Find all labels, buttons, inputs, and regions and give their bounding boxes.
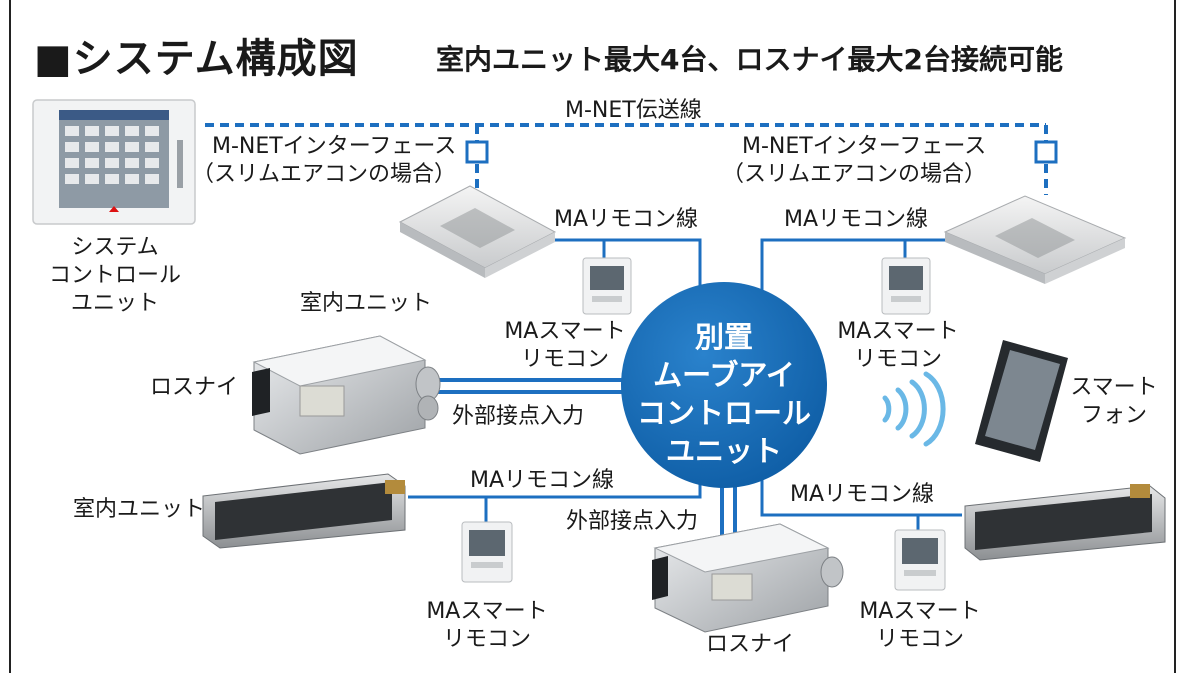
- ma-smart-remote-label-line: リモコン: [875, 627, 964, 652]
- ma-smart-remote-label-line: MAスマート: [504, 319, 626, 344]
- duct-unit-icon: [964, 484, 1166, 561]
- lossnay-label-left: ロスナイ: [150, 375, 239, 400]
- remote-controller-icon: [582, 257, 632, 315]
- duct-unit-icon: [202, 473, 406, 549]
- hub-label-line: コントロール: [636, 396, 811, 430]
- mnet-interface-note-right: （スリムエアコンの場合）: [722, 162, 987, 187]
- hub-label-line: 別置: [694, 320, 753, 354]
- indoor-unit-label-top: 室内ユニット: [300, 291, 433, 316]
- mnet-interface-icon: [465, 140, 489, 164]
- mnet-interface-note-left: （スリムエアコンの場合）: [192, 162, 457, 187]
- hub-label-line: ユニット: [665, 434, 782, 468]
- ma-smart-remote-label-line: MAスマート: [859, 599, 981, 624]
- ma-remote-lines: [408, 238, 972, 530]
- mnet-line: [205, 123, 1048, 195]
- frame-right-border: [1174, 0, 1176, 673]
- page-title: ■システム構成図: [34, 36, 359, 82]
- external-contact-label-left: 外部接点入力: [452, 404, 585, 429]
- ma-line-label-top-left: MAリモコン線: [554, 207, 699, 232]
- ceiling-cassette-icon: [398, 185, 557, 278]
- system-controller-label-line: コントロール: [48, 263, 181, 288]
- hub-label: 別置 ムーブアイ コントロール ユニット: [616, 318, 832, 470]
- ma-line-label-top-right: MAリモコン線: [784, 207, 929, 232]
- ma-smart-remote-label-line: MAスマート: [426, 599, 548, 624]
- ma-smart-remote-label-line: MAスマート: [837, 319, 959, 344]
- remote-controller-icon: [881, 257, 931, 315]
- ma-smart-remote-label: MAスマート リモコン: [500, 318, 630, 374]
- smartphone-label-line: スマート: [1070, 375, 1158, 400]
- ceiling-cassette-icon: [943, 195, 1127, 284]
- mnet-interface-icon: [1034, 140, 1058, 164]
- ma-smart-remote-label: MAスマート リモコン: [422, 598, 552, 654]
- external-contact-label-bottom: 外部接点入力: [566, 509, 699, 534]
- ma-smart-remote-label: MAスマート リモコン: [855, 598, 985, 654]
- ma-line-label-bottom-right: MAリモコン線: [790, 482, 935, 507]
- hub-label-line: ムーブアイ: [653, 358, 795, 392]
- lossnay-icon: [652, 523, 844, 633]
- lossnay-icon: [252, 335, 441, 455]
- ma-smart-remote-label-line: リモコン: [520, 347, 609, 372]
- frame-left-border: [9, 0, 11, 673]
- remote-controller-icon: [461, 521, 513, 583]
- ma-smart-remote-label-line: リモコン: [853, 347, 942, 372]
- remote-controller-icon: [894, 529, 946, 591]
- move-eye-control-unit: [621, 282, 827, 488]
- ma-smart-remote-label-line: リモコン: [442, 627, 531, 652]
- system-controller-label: システム コントロール ユニット: [48, 234, 182, 318]
- lossnay-label-bottom: ロスナイ: [706, 632, 795, 657]
- indoor-unit-label-bottom: 室内ユニット: [73, 497, 206, 522]
- smartphone-label: スマート フォン: [1068, 374, 1160, 430]
- system-controller-label-line: ユニット: [70, 291, 159, 316]
- system-controller-icon: [32, 99, 196, 225]
- mnet-line-label: M-NET伝送線: [565, 98, 702, 123]
- smartphone-icon: [975, 340, 1068, 462]
- wireless-signal-icon: [882, 371, 946, 447]
- mnet-interface-label-right: M-NETインターフェース: [742, 134, 987, 159]
- system-controller-label-line: システム: [71, 235, 159, 260]
- ma-line-label-bottom-left: MAリモコン線: [470, 468, 615, 493]
- smartphone-label-line: フォン: [1080, 403, 1147, 428]
- mnet-interface-label-left: M-NETインターフェース: [212, 134, 457, 159]
- page-subtitle: 室内ユニット最大4台、ロスナイ最大2台接続可能: [436, 43, 1063, 76]
- ma-smart-remote-label: MAスマート リモコン: [833, 318, 963, 374]
